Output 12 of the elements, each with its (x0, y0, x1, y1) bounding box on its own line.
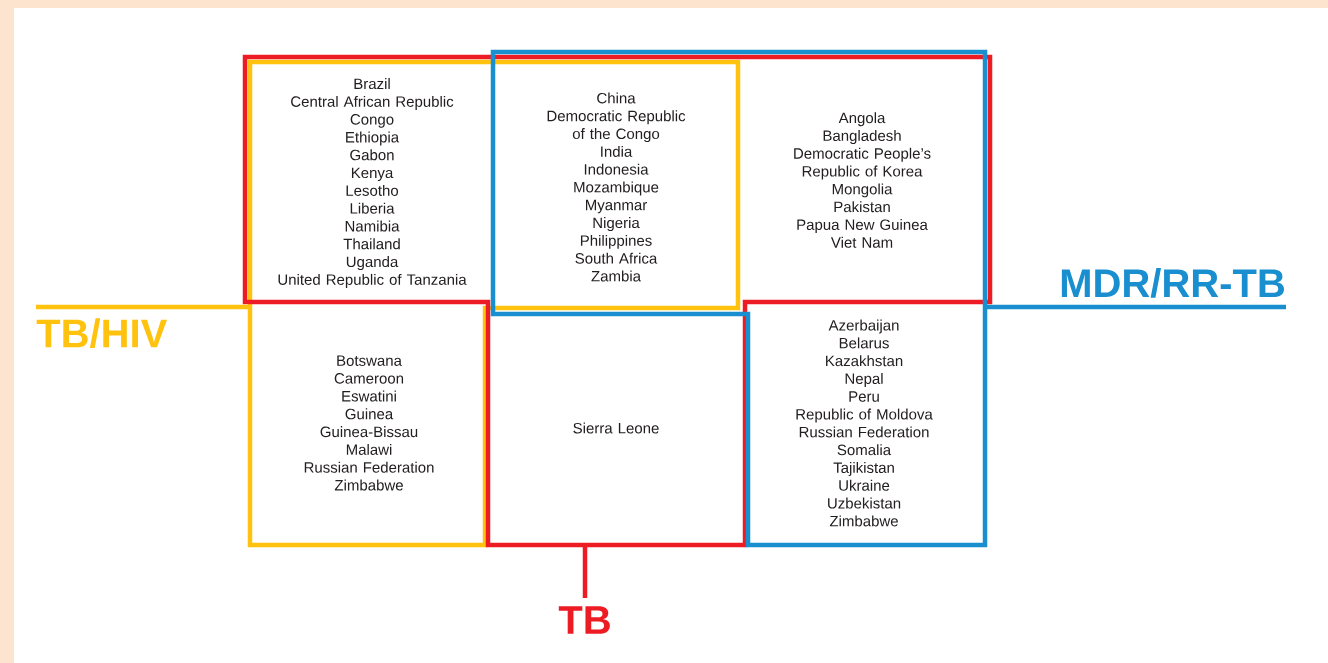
category-label: MDR/RR-TB (1061, 268, 1284, 298)
country-list: Brazil Central African Republic Congo Ethiopia Gabon Kenya Lesotho Liberia Namibia Thailand Uganda United Republic of Tanzania (278, 78, 467, 288)
country-list: Angola Bangladesh Democratic People’s Republic of Korea Mongolia Pakistan Papua New Guinea Viet Nam (794, 112, 931, 248)
leader-line (582, 545, 588, 598)
country-list: Sierra Leone (573, 422, 659, 434)
category-label: TB/HIV (36, 318, 168, 348)
leader-line (36, 304, 252, 310)
leader-line (985, 304, 1286, 310)
category-label: TB (558, 606, 610, 634)
country-list: Azerbaijan Belarus Kazakhstan Nepal Peru Republic of Moldova Russian Federation Somalia Tajikistan Ukraine Uzbekistan Zimbabwe (796, 319, 933, 527)
country-list: Botswana Cameroon Eswatini Guinea Guinea-Bissau Malawi Russian Federation Zimbabwe (304, 355, 434, 491)
country-list: China Democratic Republic of the Congo India Indonesia Mozambique Myanmar Nigeria Philippines South Africa Zambia (547, 92, 686, 282)
